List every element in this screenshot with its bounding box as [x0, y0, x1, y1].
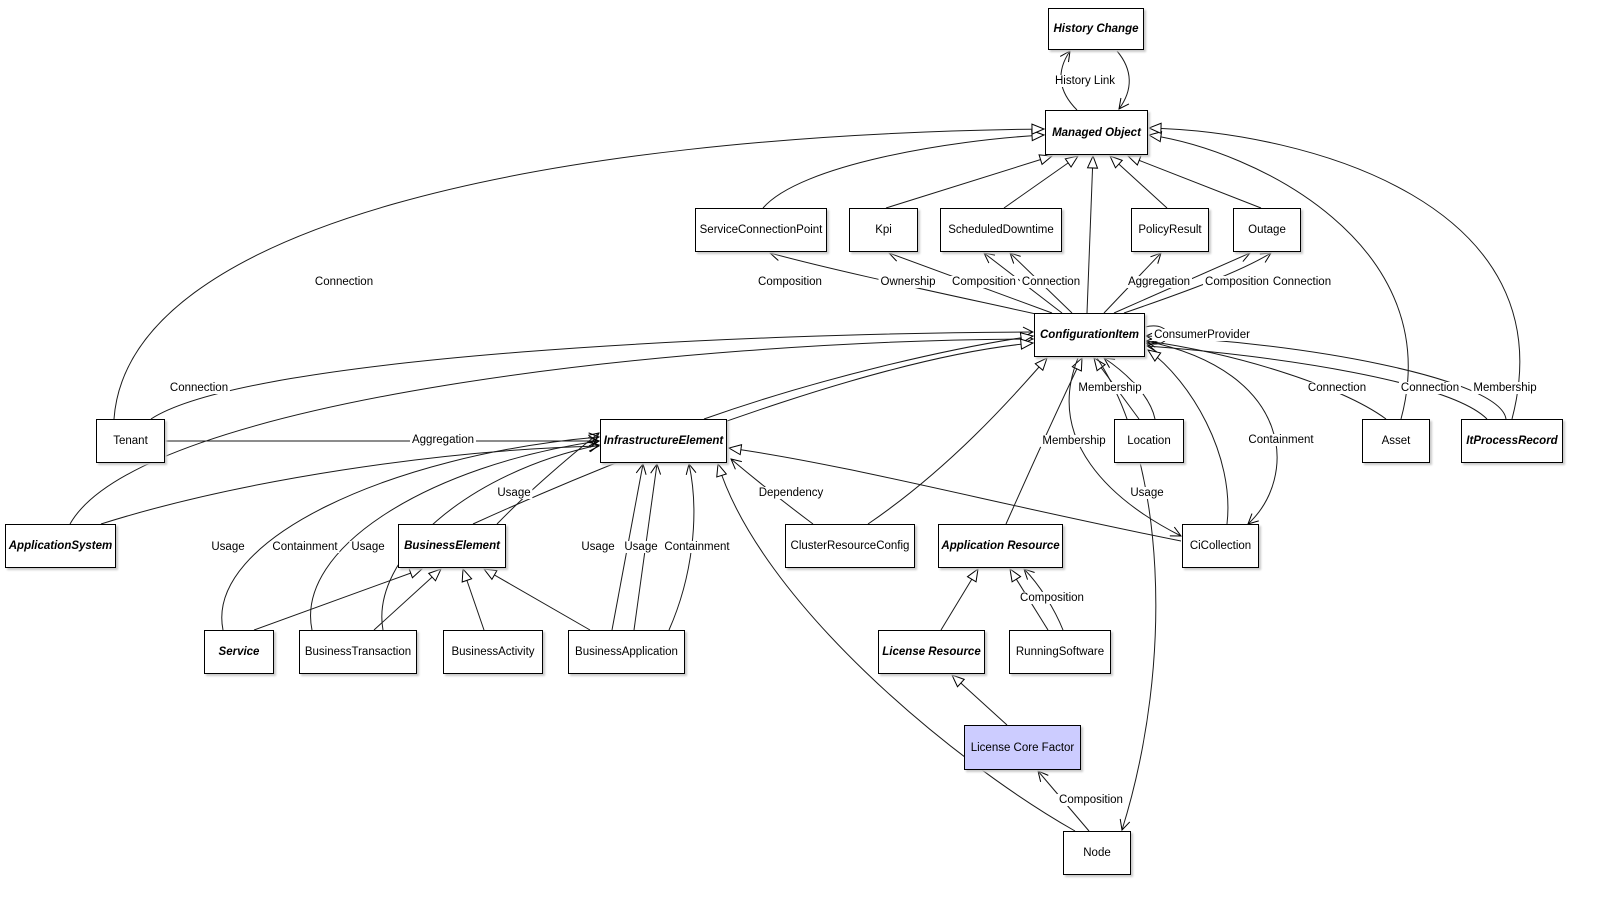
class-node-application-resource[interactable]: Application Resource — [938, 524, 1063, 568]
class-node-it-process-record[interactable]: ItProcessRecord — [1461, 419, 1563, 463]
class-node-service-connection-point[interactable]: ServiceConnectionPoint — [695, 208, 827, 252]
edge-label-composition: Composition — [1018, 592, 1086, 604]
edge-label-aggregation: Aggregation — [1125, 276, 1193, 288]
edge-label-composition: Composition — [1057, 794, 1125, 806]
class-node-business-activity[interactable]: BusinessActivity — [443, 630, 543, 674]
edge-path — [952, 675, 1008, 726]
class-node-managed-object[interactable]: Managed Object — [1045, 110, 1148, 155]
edge-path — [1116, 50, 1130, 109]
edge-label-dependency: Dependency — [756, 487, 826, 499]
edge-label-connection: Connection — [1270, 276, 1334, 288]
edge-path — [1068, 357, 1181, 536]
class-node-license-core-factor[interactable]: License Core Factor — [964, 725, 1081, 770]
class-node-service[interactable]: Service — [204, 630, 274, 674]
edge-path — [253, 569, 422, 631]
edge-label-consumer-provider: ConsumerProvider — [1152, 329, 1252, 341]
edge-path — [1086, 156, 1093, 314]
edge-label-containment: Containment — [1246, 434, 1316, 446]
edge-label-history-link: History Link — [1052, 75, 1118, 87]
class-node-ci-collection[interactable]: CiCollection — [1182, 524, 1259, 568]
class-node-tenant[interactable]: Tenant — [96, 419, 165, 463]
class-node-cluster-resource-config[interactable]: ClusterResourceConfig — [785, 524, 915, 568]
class-node-outage[interactable]: Outage — [1233, 208, 1301, 252]
edge-label-usage: Usage — [1128, 487, 1166, 499]
edge-path — [100, 446, 599, 525]
edge-label-membership: Membership — [1076, 382, 1144, 394]
edge-path — [1146, 341, 1387, 420]
edge-path — [381, 445, 599, 631]
edge-path — [496, 433, 599, 525]
edge-label-containment: Containment — [662, 541, 732, 553]
edge-path — [1149, 128, 1521, 420]
edge-path — [1146, 336, 1507, 420]
edge-path — [1145, 340, 1278, 524]
edge-path — [472, 343, 1033, 525]
edge-label-usage: Usage — [495, 487, 533, 499]
edge-label-usage: Usage — [209, 541, 247, 553]
edge-path — [729, 448, 1182, 542]
edge-path — [885, 156, 1052, 209]
class-node-asset[interactable]: Asset — [1362, 419, 1430, 463]
edge-path — [113, 129, 1044, 420]
edge-path — [1128, 156, 1262, 209]
edge-path — [940, 569, 978, 631]
edge-label-connection: Connection — [1305, 382, 1369, 394]
edge-path — [867, 358, 1047, 525]
class-node-application-system[interactable]: ApplicationSystem — [5, 524, 116, 568]
class-node-node[interactable]: Node — [1063, 831, 1131, 875]
edge-label-usage: Usage — [349, 541, 387, 553]
edge-path — [1148, 350, 1229, 525]
class-node-kpi[interactable]: Kpi — [849, 208, 918, 252]
edge-label-membership: Membership — [1040, 435, 1108, 447]
edge-label-usage: Usage — [579, 541, 617, 553]
class-node-scheduled-downtime[interactable]: ScheduledDowntime — [940, 208, 1062, 252]
edge-path — [484, 569, 591, 631]
edge-path — [1149, 135, 1409, 420]
edge-label-connection: Connection — [1019, 276, 1083, 288]
class-node-running-software[interactable]: RunningSoftware — [1009, 630, 1111, 674]
edge-label-connection: Connection — [1398, 382, 1462, 394]
class-node-policy-result[interactable]: PolicyResult — [1131, 208, 1209, 252]
edge-label-usage: Usage — [622, 541, 660, 553]
class-node-business-element[interactable]: BusinessElement — [398, 524, 506, 568]
edge-path — [1003, 156, 1078, 209]
class-node-location[interactable]: Location — [1114, 419, 1184, 463]
edge-label-composition: Composition — [1203, 276, 1271, 288]
class-node-infrastructure-element[interactable]: InfrastructureElement — [600, 419, 727, 463]
class-node-license-resource[interactable]: License Resource — [878, 630, 985, 674]
class-node-configuration-item[interactable]: ConfigurationItem — [1034, 313, 1145, 357]
edge-label-ownership: Ownership — [878, 276, 938, 288]
edge-label-aggregation: Aggregation — [409, 434, 477, 446]
edge-label-membership: Membership — [1471, 382, 1539, 394]
edge-path — [221, 437, 599, 631]
edge-path — [762, 135, 1044, 209]
edge-label-connection: Connection — [312, 276, 376, 288]
class-node-history-change[interactable]: History Change — [1048, 8, 1144, 50]
edge-label-composition: Composition — [950, 276, 1018, 288]
class-node-business-transaction[interactable]: BusinessTransaction — [299, 630, 417, 674]
edge-path — [718, 464, 1076, 832]
edge-path — [1096, 357, 1157, 830]
edge-path — [1147, 346, 1488, 420]
class-node-business-application[interactable]: BusinessApplication — [568, 630, 685, 674]
edge-path — [69, 339, 1033, 525]
edge-label-containment: Containment — [270, 541, 340, 553]
edge-label-composition: Composition — [756, 276, 824, 288]
edge-path — [373, 569, 441, 631]
edge-path — [463, 569, 485, 631]
edge-label-connection: Connection — [167, 382, 231, 394]
edge-path — [150, 332, 1033, 420]
edge-path — [310, 441, 599, 631]
edge-path — [703, 336, 1033, 420]
edge-path — [1110, 156, 1168, 209]
